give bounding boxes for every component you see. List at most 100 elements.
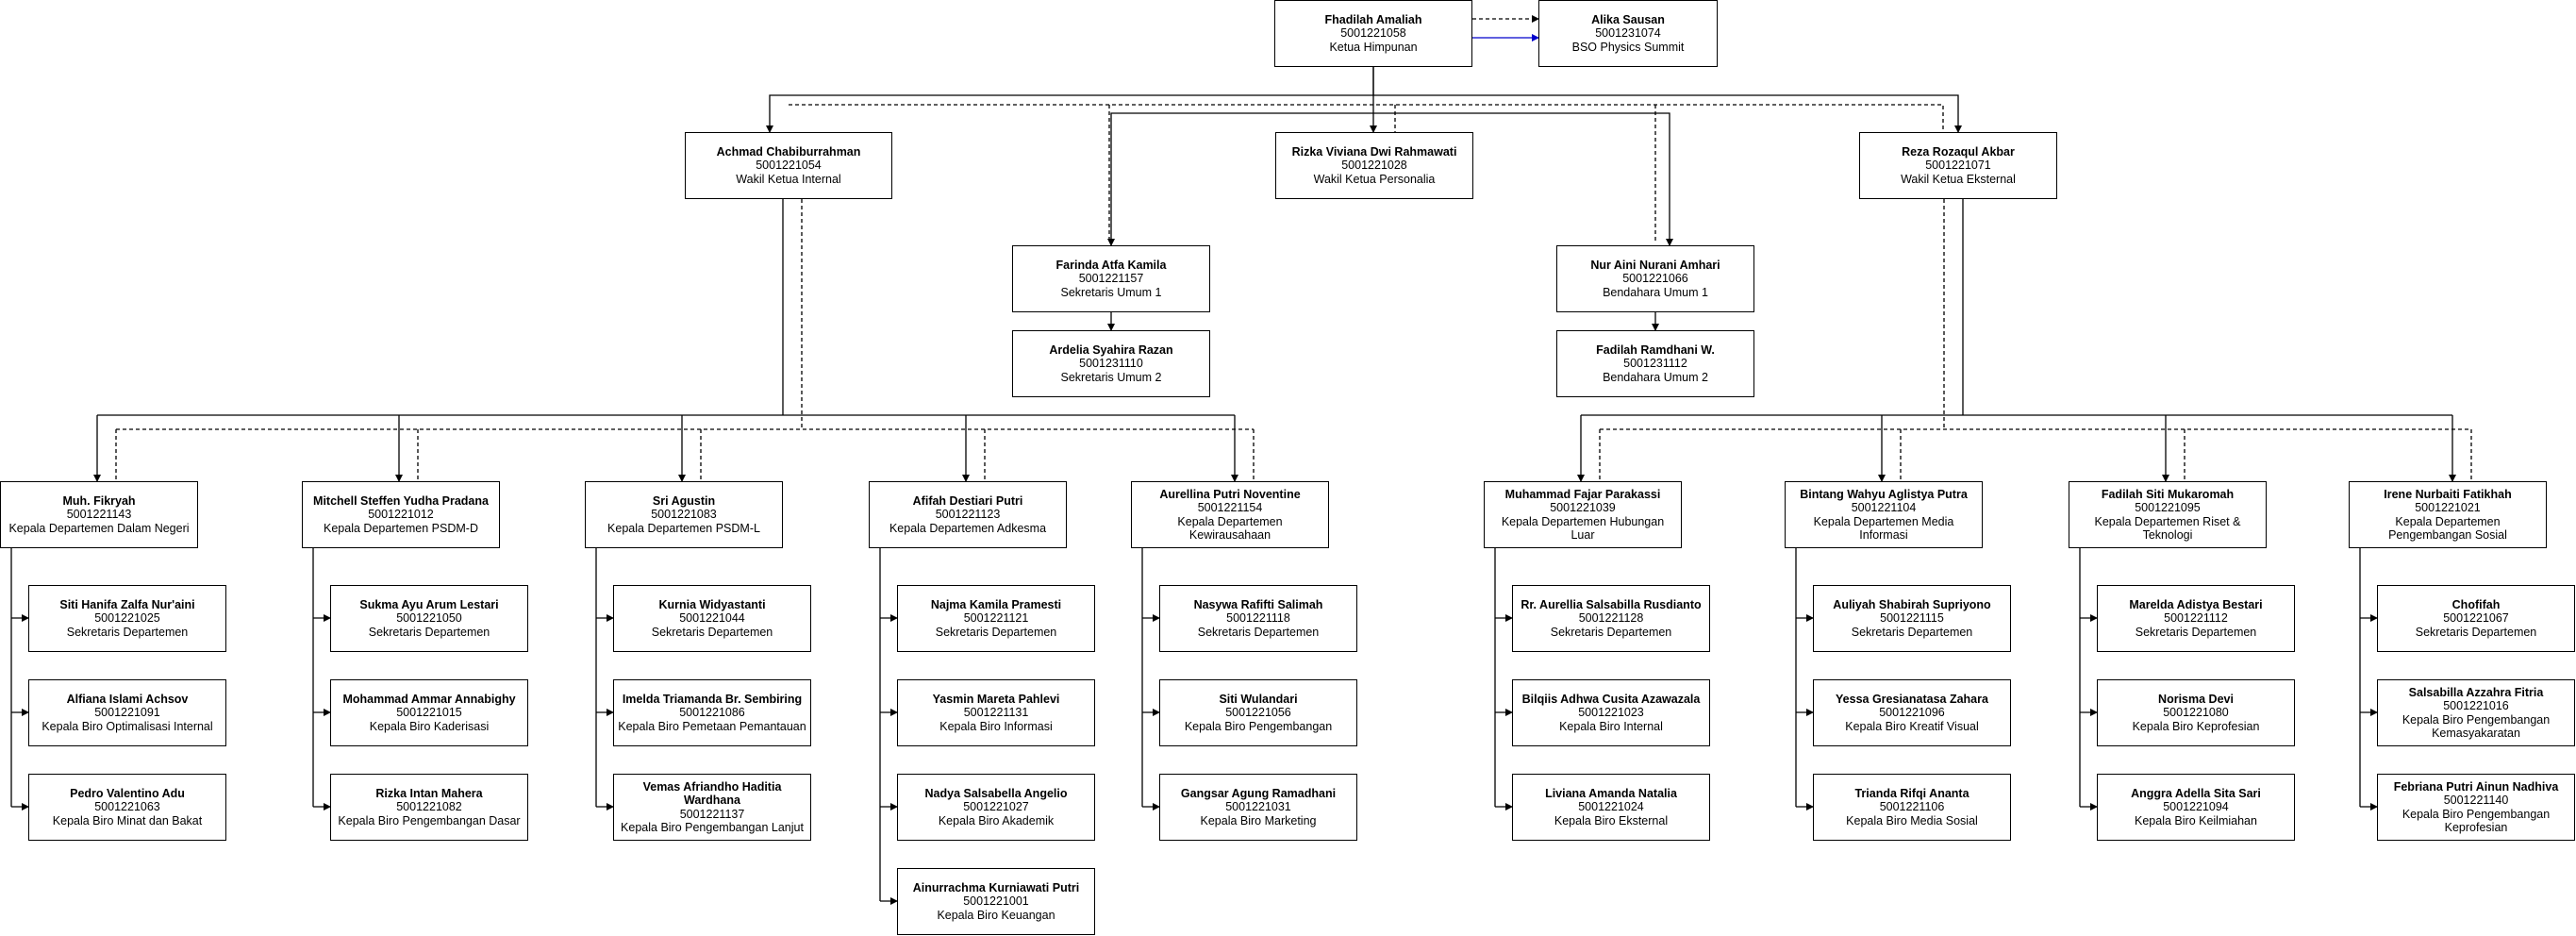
node-role: Sekretaris Departemen — [1197, 625, 1320, 639]
node-role: Kepala Biro Kreatif Visual — [1845, 719, 1979, 733]
node-name: Nasywa Rafifti Salimah — [1193, 597, 1323, 611]
node-name: Achmad Chabiburrahman — [716, 144, 861, 159]
node-name: Alika Sausan — [1591, 12, 1665, 26]
node-name: Aurellina Putri Noventine — [1159, 487, 1301, 501]
node-id: 5001221137 — [679, 807, 745, 821]
node-role: Sekretaris Departemen — [2415, 625, 2537, 639]
node-id: 5001221140 — [2443, 794, 2509, 807]
node-role: Sekretaris Departemen — [2135, 625, 2257, 639]
node-id: 5001221066 — [1622, 272, 1688, 286]
node-id: 5001221028 — [1341, 159, 1407, 173]
node-role: Kepala Biro Pengembangan Kemasyakaratan — [2401, 712, 2551, 741]
node-name: Rizka Viviana Dwi Rahmawati — [1291, 144, 1457, 159]
node-id: 5001221112 — [2164, 611, 2228, 626]
node-role: Bendahara Umum 2 — [1603, 370, 1708, 384]
node-role: Sekretaris Departemen — [651, 625, 773, 639]
node-role: Sekretaris Departemen — [66, 625, 189, 639]
node-role: Kepala Biro Kaderisasi — [369, 719, 490, 733]
node-role: Kepala Biro Informasi — [939, 719, 1053, 733]
node-role: Kepala Departemen Riset & Teknologi — [2094, 514, 2241, 543]
node-name: Chofifah — [2451, 597, 2501, 611]
node-role: Sekretaris Umum 1 — [1060, 285, 1162, 299]
node-name: Fadilah Siti Mukaromah — [2101, 487, 2235, 501]
node-id: 5001221056 — [1225, 706, 1291, 720]
node-name: Farinda Atfa Kamila — [1055, 258, 1167, 272]
node-role: Kepala Biro Keilmiahan — [2135, 813, 2257, 827]
node-role: Kepala Biro Keuangan — [937, 908, 1055, 922]
node-id: 5001221001 — [963, 894, 1029, 909]
node-name: Pedro Valentino Adu — [70, 786, 185, 800]
node-name: Ainurrachma Kurniawati Putri — [912, 880, 1080, 894]
node-id: 5001221115 — [1880, 611, 1944, 626]
node-id: 5001221027 — [963, 800, 1029, 814]
node-id: 5001221118 — [1226, 611, 1290, 626]
node-id: 5001221063 — [94, 800, 160, 814]
node-name: Marelda Adistya Bestari — [2129, 597, 2263, 611]
node-role: Kepala Biro Optimalisasi Internal — [42, 719, 213, 733]
node-role: Kepala Biro Pemetaan Pemantauan — [618, 719, 806, 733]
node-name: Bilqiis Adhwa Cusita Azawazala — [1521, 692, 1701, 706]
node-role: Kepala Departemen Media Informasi — [1813, 514, 1954, 543]
node-name: Fadilah Ramdhani W. — [1596, 343, 1715, 357]
node-id: 5001221058 — [1340, 26, 1406, 41]
node-id: 5001221091 — [94, 706, 160, 720]
node-id: 5001221104 — [1851, 501, 1917, 514]
node-id: 5001231110 — [1079, 357, 1143, 371]
node-id: 5001221067 — [2443, 611, 2509, 626]
node-role: Kepala Biro Eksternal — [1554, 813, 1669, 827]
node-role: Sekretaris Departemen — [1851, 625, 1973, 639]
node-name: Rizka Intan Mahera — [375, 786, 483, 800]
node-name: Nadya Salsabella Angelio — [924, 786, 1068, 800]
node-name: Anggra Adella Sita Sari — [2131, 786, 2261, 800]
node-id: 5001221086 — [679, 706, 745, 720]
node-role: Wakil Ketua Personalia — [1313, 172, 1436, 186]
connector-bendum — [1373, 112, 1673, 246]
node-id: 5001221131 — [963, 706, 1029, 720]
node-name: Trianda Rifqi Ananta — [1854, 786, 1969, 800]
node-role: Kepala Biro Internal — [1559, 719, 1663, 733]
node-name: Mitchell Steffen Yudha Pradana — [313, 493, 489, 508]
node-role: Sekretaris Departemen — [1550, 625, 1672, 639]
node-id: 5001231112 — [1623, 357, 1687, 371]
node-role: Ketua Himpunan — [1329, 40, 1418, 54]
node-name: Muhammad Fajar Parakassi — [1504, 487, 1661, 501]
node-role: Wakil Ketua Eksternal — [1901, 172, 2016, 186]
node-name: Ardelia Syahira Razan — [1049, 343, 1173, 357]
node-name: Salsabilla Azzahra Fitria — [2408, 685, 2544, 699]
node-id: 5001221082 — [396, 800, 462, 814]
node-id: 5001221025 — [94, 611, 160, 626]
node-name: Alfiana Islami Achsov — [66, 692, 189, 706]
node-name: Siti Hanifa Zalfa Nur'aini — [59, 597, 195, 611]
node-role: Kepala Departemen Kewirausahaan — [1177, 514, 1283, 543]
node-role: Kepala Departemen PSDM-D — [324, 521, 478, 535]
connector-ketua-eksternal — [1373, 94, 1962, 133]
node-id: 5001221015 — [396, 706, 462, 720]
node-name: Imelda Triamanda Br. Sembiring — [622, 692, 803, 706]
node-role: Kepala Departemen Pengembangan Sosial — [2388, 514, 2507, 543]
node-id: 5001221023 — [1578, 706, 1644, 720]
node-name: Afifah Destiari Putri — [912, 493, 1023, 508]
node-role: Kepala Biro Media Sosial — [1846, 813, 1978, 827]
